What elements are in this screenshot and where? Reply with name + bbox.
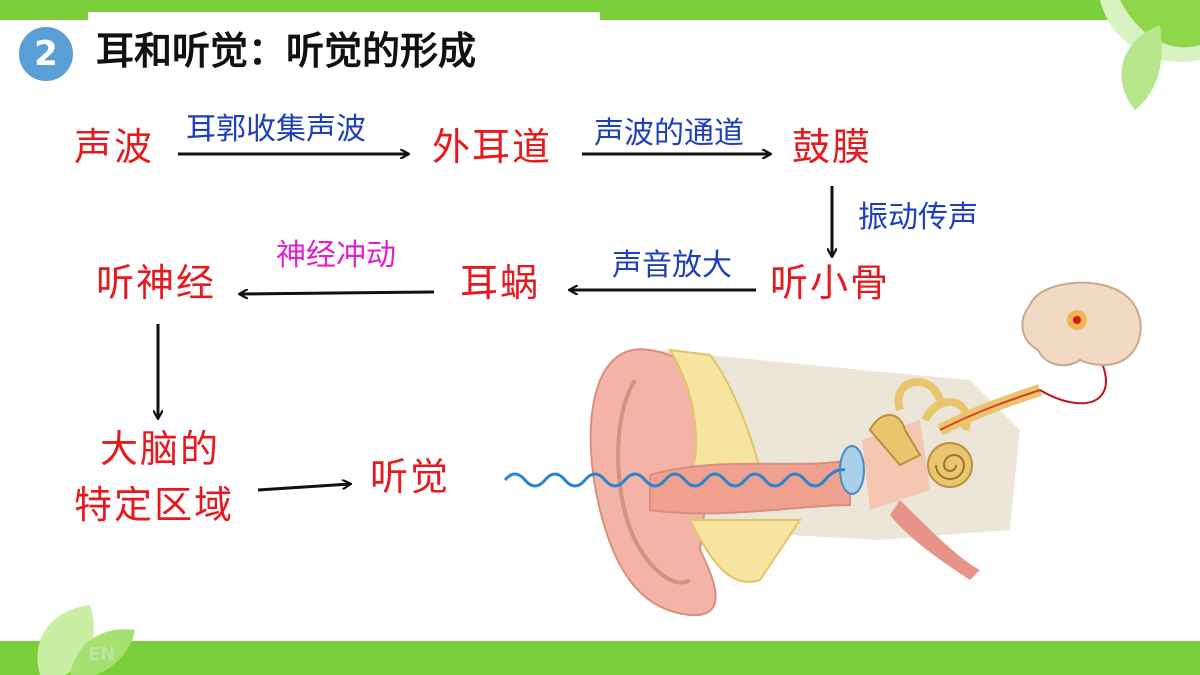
page-title: 耳和听觉：听觉的形成 bbox=[96, 29, 477, 73]
label-pinna-collects: 耳郭收集声波 bbox=[186, 112, 366, 147]
arrow-brain-to-hearing bbox=[257, 484, 350, 492]
node-auditory-nerve: 听神经 bbox=[96, 261, 217, 305]
title-background bbox=[88, 12, 600, 74]
node-eardrum: 鼓膜 bbox=[792, 125, 873, 169]
node-brain-area-line2: 特定区域 bbox=[74, 483, 235, 527]
bottom-accent-bar bbox=[0, 641, 1200, 675]
leaf-decoration-bottom-left bbox=[37, 605, 135, 675]
label-amplify: 声音放大 bbox=[612, 248, 732, 283]
ear-canal-illustration bbox=[649, 458, 851, 515]
section-number-badge: 2 bbox=[16, 24, 76, 84]
ear-anatomy-illustration bbox=[503, 281, 1142, 617]
node-ossicles: 听小骨 bbox=[770, 261, 891, 305]
cochlea-illustration bbox=[927, 442, 973, 488]
sound-wave-illustration bbox=[503, 468, 846, 488]
label-nerve-impulse: 神经冲动 bbox=[276, 238, 396, 273]
node-brain-area-line1: 大脑的 bbox=[100, 427, 221, 471]
node-cochlea: 耳蜗 bbox=[460, 261, 541, 305]
watermark-text: EN bbox=[88, 644, 116, 665]
node-hearing: 听觉 bbox=[370, 455, 451, 499]
node-sound-wave: 声波 bbox=[74, 125, 155, 169]
node-ear-canal: 外耳道 bbox=[432, 125, 553, 169]
label-vibration: 振动传声 bbox=[858, 200, 978, 235]
label-sound-channel: 声波的通道 bbox=[594, 116, 744, 151]
ossicles-illustration bbox=[868, 414, 922, 467]
leaf-decoration-top-right bbox=[1100, 0, 1200, 110]
arrow-cochlea-to-nerve bbox=[240, 292, 435, 294]
